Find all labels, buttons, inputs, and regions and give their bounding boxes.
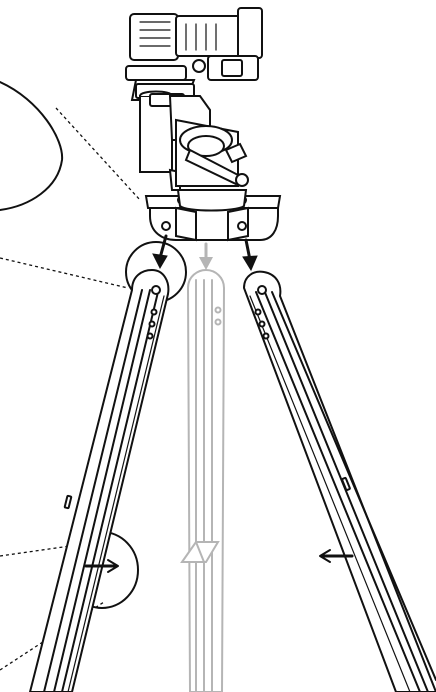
adjustment-knob xyxy=(175,118,249,187)
motor-housing xyxy=(129,7,263,81)
tripod-head xyxy=(144,189,282,242)
tripod-leg-left xyxy=(28,268,170,692)
attachment-arrows xyxy=(152,234,258,272)
down-arrow-left xyxy=(152,234,168,270)
equatorial-mount-head xyxy=(125,7,282,242)
down-arrow-center xyxy=(199,242,213,270)
down-arrow-right xyxy=(242,238,258,272)
tripod-leg-right xyxy=(242,270,436,692)
detail-callout-mount xyxy=(0,81,64,211)
tripod-leg-center xyxy=(180,268,226,692)
